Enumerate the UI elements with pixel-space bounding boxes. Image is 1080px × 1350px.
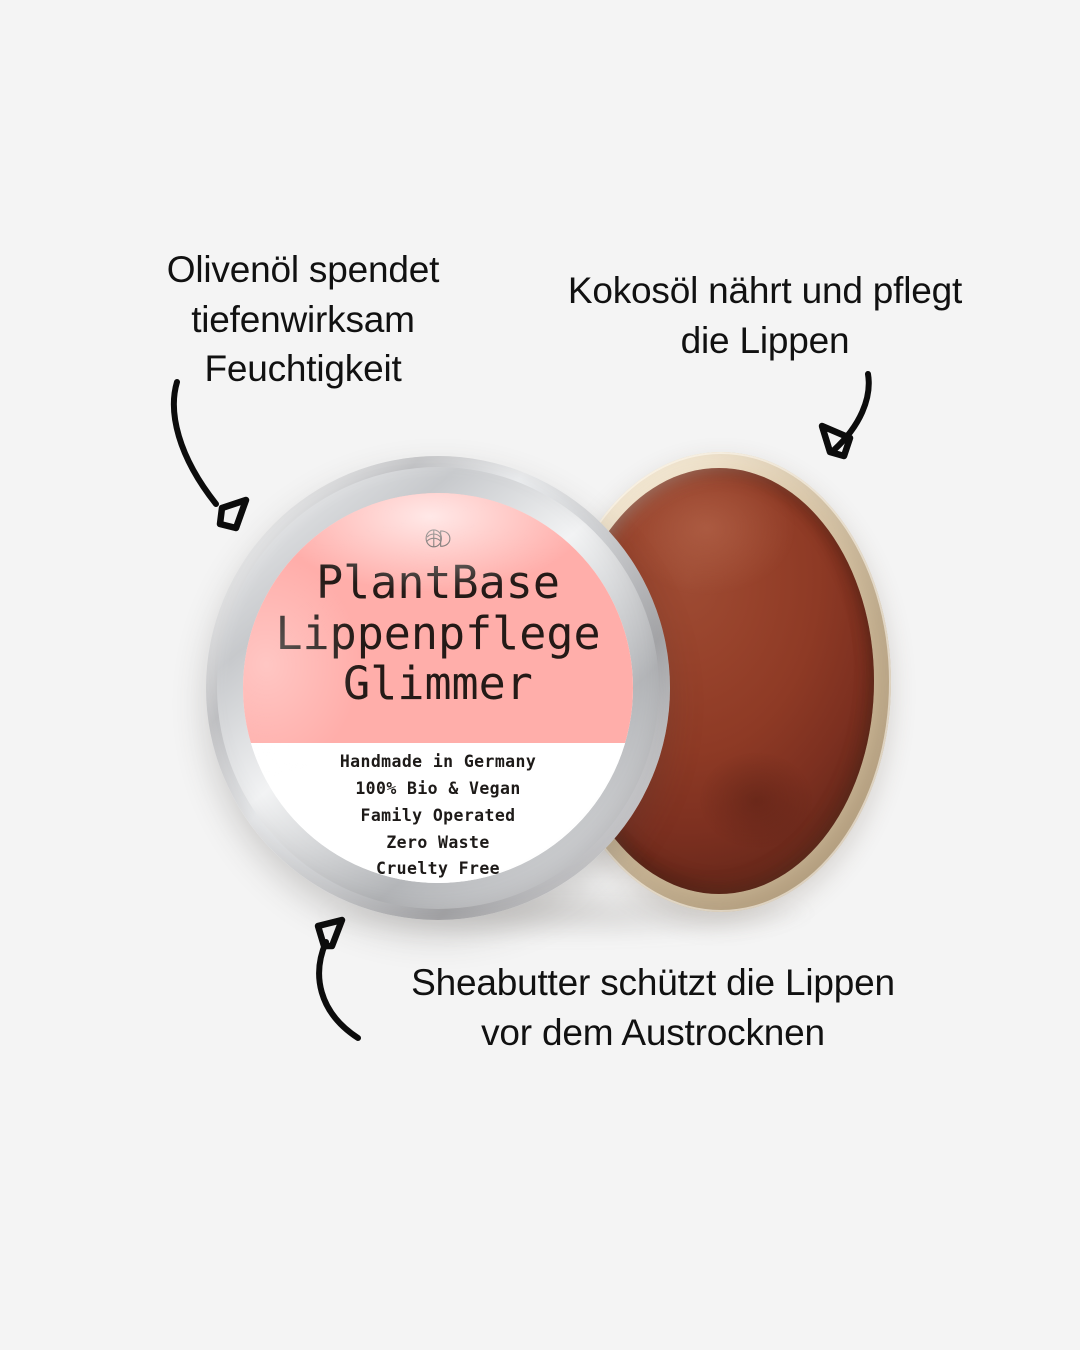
label-content: PlantBase Lippenpflege Glimmer Handmade … [243, 493, 633, 883]
leaf-monogram-logo [425, 529, 451, 548]
tin-lid-metal-ring: PlantBase Lippenpflege Glimmer Handmade … [217, 467, 659, 909]
tin-lid: PlantBase Lippenpflege Glimmer Handmade … [206, 456, 670, 920]
callout-coconut-oil: Kokosöl nährt und pflegt die Lippen [567, 270, 963, 361]
callout-olive-oil: Olivenöl spendet tiefenwirksam Feuchtigk… [166, 249, 440, 390]
arrow-coconut-oil [818, 371, 872, 460]
product-label: PlantBase Lippenpflege Glimmer Handmade … [243, 493, 633, 883]
product-fine-print: Handmade in Germany 100% Bio & Vegan Fam… [339, 752, 537, 879]
callout-shea-butter: Sheabutter schützt die Lippen vor dem Au… [411, 962, 895, 1053]
product-title: PlantBase Lippenpflege Glimmer [275, 556, 601, 711]
